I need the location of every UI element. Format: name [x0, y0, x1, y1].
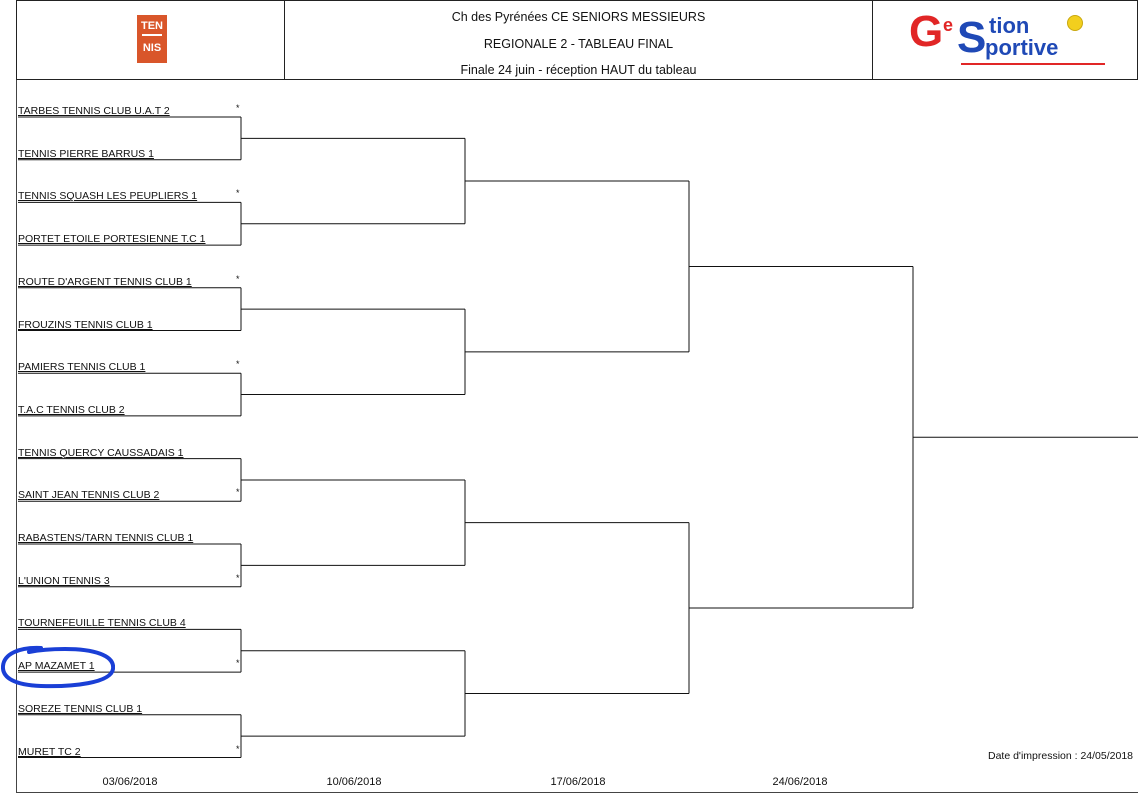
header-left-cell: TEN NIS — [17, 1, 285, 79]
seed-star: * — [236, 103, 240, 113]
tennis-logo: TEN NIS — [137, 15, 167, 63]
gs-logo-S: S — [957, 13, 987, 62]
seed-star: * — [236, 658, 240, 669]
tennis-logo-line2: NIS — [142, 42, 162, 54]
header-title-cell: Ch des Pyrénées CE SENIORS MESSIEURS REG… — [285, 1, 873, 79]
team-name: TOURNEFEUILLE TENNIS CLUB 4 — [18, 617, 186, 630]
team-name: SAINT JEAN TENNIS CLUB 2 — [18, 489, 160, 502]
gs-logo-portive: portive — [985, 35, 1059, 60]
round-date-2: 10/06/2018 — [326, 776, 382, 788]
tennis-logo-line1: TEN — [141, 20, 163, 32]
team-name: TENNIS PIERRE BARRUS 1 — [18, 147, 154, 160]
team-name: SOREZE TENNIS CLUB 1 — [18, 702, 143, 715]
tennis-ball-icon — [1067, 15, 1083, 31]
round-date-1: 03/06/2018 — [102, 776, 158, 788]
team-name: AP MAZAMET 1 — [18, 660, 95, 673]
seed-star: * — [236, 273, 240, 284]
team-name: PAMIERS TENNIS CLUB 1 — [18, 361, 146, 374]
gestion-sportive-logo: G e S tion portive — [909, 7, 1109, 71]
header-right-cell: G e S tion portive — [873, 1, 1139, 79]
seed-star: * — [236, 743, 240, 754]
team-name: FROUZINS TENNIS CLUB 1 — [18, 318, 153, 331]
team-name: RABASTENS/TARN TENNIS CLUB 1 — [18, 532, 194, 544]
round-date-3: 17/06/2018 — [550, 776, 606, 788]
team-name: TENNIS SQUASH LES PEUPLIERS 1 — [18, 190, 198, 203]
header-table: TEN NIS Ch des Pyrénées CE SENIORS MESSI… — [16, 0, 1138, 80]
tennis-logo-rule — [142, 34, 162, 36]
title-line-2: REGIONALE 2 - TABLEAU FINAL — [483, 37, 674, 51]
seed-star: * — [236, 487, 240, 498]
seed-star: * — [236, 572, 240, 583]
team-name: ROUTE D'ARGENT TENNIS CLUB 1 — [18, 275, 192, 288]
title-line-1: Ch des Pyrénées CE SENIORS MESSIEURS — [451, 10, 706, 24]
hand-drawn-circle-annotation — [1, 645, 115, 689]
team-name: MURET TC 2 — [18, 745, 81, 758]
team-name: TENNIS QUERCY CAUSSADAIS 1 — [18, 446, 184, 459]
gs-logo-underline — [961, 63, 1105, 65]
title-line-3: Finale 24 juin - réception HAUT du table… — [460, 63, 697, 77]
seed-star: * — [236, 188, 240, 199]
gs-logo-e: e — [943, 15, 954, 35]
seed-star: * — [236, 359, 240, 370]
team-name: L'UNION TENNIS 3 — [18, 574, 110, 587]
page-left-border — [16, 80, 17, 792]
print-date: Date d'impression : 24/05/2018 — [988, 750, 1134, 762]
team-name: PORTET ETOILE PORTESIENNE T.C 1 — [18, 233, 206, 246]
round-date-4: 24/06/2018 — [772, 776, 828, 788]
team-name: TARBES TENNIS CLUB U.A.T 2 — [18, 105, 170, 117]
team-name: T.A.C TENNIS CLUB 2 — [18, 403, 125, 416]
page-bottom-border — [16, 792, 1138, 793]
gs-logo-G: G — [909, 7, 944, 56]
gs-logo-stion: tion — [989, 13, 1030, 38]
